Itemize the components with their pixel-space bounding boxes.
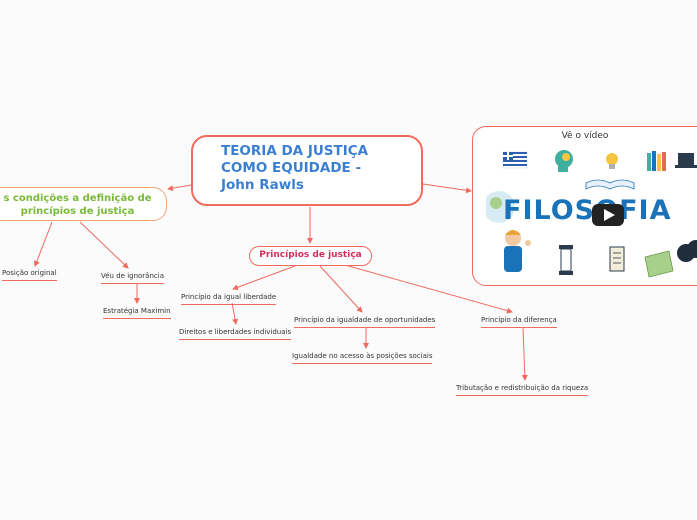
central-title-line3: John Rawls [221,177,304,193]
topic-igualdade-acesso[interactable]: Igualdade no acesso às posições sociais [292,351,433,364]
central-topic[interactable]: TEORIA DA JUSTIÇA COMO EQUIDADE - John R… [191,135,423,206]
paper-scroll-icon [644,250,674,278]
video-thumbnail[interactable]: FILOSOFIA [486,145,697,281]
link-central-video [422,183,472,194]
greek-flag-icon [502,151,528,169]
lightbulb-icon [606,153,618,169]
principles-topic[interactable]: Princípios de justiça [249,246,372,266]
brain-head-icon [555,150,573,172]
link-central-conditions [167,184,192,192]
central-title-line1: TEORIA DA JUSTIÇA [221,143,369,159]
conditions-topic[interactable]: s condições a definição de princípios de… [0,187,167,221]
conditions-line2: princípios de justiça [20,206,135,217]
topic-igual-liberdade[interactable]: Princípio da igual liberdade [181,292,277,305]
topic-posicao-original[interactable]: Posição original [2,268,57,281]
topic-estrategia-maximin[interactable]: Estratégia Maximin [103,306,171,319]
link-principles-oportunidades [319,265,363,313]
topic-tributacao[interactable]: Tributação e redistribuição da riqueza [456,383,589,396]
philosopher-illustration-icon [504,230,531,272]
topic-principio-diferenca[interactable]: Princípio da diferença [481,315,557,328]
conditions-line1: s condições a definição de [3,193,152,204]
thumbnail-title: FILOSOFIA [503,195,672,226]
link-principles-diferenca [344,264,513,314]
link-conditions-posicao [34,221,53,267]
topic-veu-ignorancia[interactable]: Véu de ignorância [101,271,164,284]
link-diferenca-tributacao [521,327,528,381]
bookshelf-icon [647,151,666,171]
link-conditions-veu [79,221,129,269]
topic-direitos-liberdades[interactable]: Direitos e liberdades individuais [179,327,292,340]
central-title-line2: COMO EQUIDADE - [221,160,362,176]
link-liberdade-direitos [231,302,239,325]
video-title: Vê o vídeo [561,131,609,141]
topic-igualdade-oportunidades[interactable]: Princípio da igualdade de oportunidades [294,315,436,328]
cloud-icon [677,240,697,262]
laptop-icon [675,153,697,168]
link-principles-liberdade [232,265,296,291]
globe-icon [486,191,515,223]
open-book-icon [585,179,635,190]
scroll-icon [609,246,625,272]
play-icon[interactable] [592,204,624,226]
column-icon [559,245,573,275]
thumbnail-illustrations [486,150,697,278]
